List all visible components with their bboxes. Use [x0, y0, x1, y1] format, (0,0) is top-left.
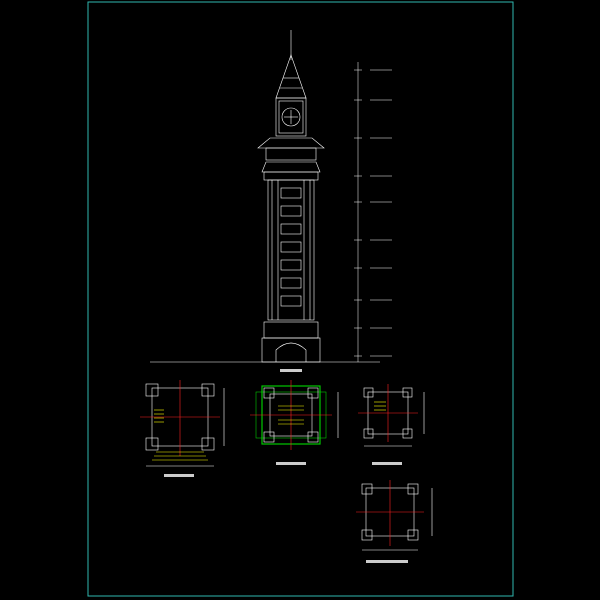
plan-1-column: [145, 383, 159, 397]
clock-box: [275, 97, 307, 137]
tower-base: [263, 321, 319, 339]
plan-1-stair: [154, 409, 164, 423]
plan-3-stair: [374, 401, 386, 411]
sheet-border: [87, 1, 514, 597]
upper-eave: [257, 137, 325, 149]
spire-roof: [275, 54, 307, 99]
plan-1: [140, 380, 225, 467]
shaft-windows: [280, 187, 302, 307]
plan-4-title-mark: [366, 560, 408, 563]
plan-4: [356, 480, 433, 551]
plan-1-title-mark: [164, 474, 194, 477]
plan-3: [358, 384, 425, 447]
tower-shaft: [267, 179, 315, 321]
elevation-title-mark: [280, 369, 302, 372]
plan-3-title-mark: [372, 462, 402, 465]
plan-2-title-mark: [276, 462, 306, 465]
tower-elevation: [150, 30, 380, 363]
plan-2: [250, 380, 339, 450]
plan-2-stair: [278, 405, 304, 425]
base-arch: [275, 342, 307, 362]
clock-face: [281, 107, 301, 127]
lower-eave: [261, 161, 321, 173]
elevation-dimension-column: [354, 62, 392, 362]
plan-1-entry-steps: [152, 451, 208, 461]
